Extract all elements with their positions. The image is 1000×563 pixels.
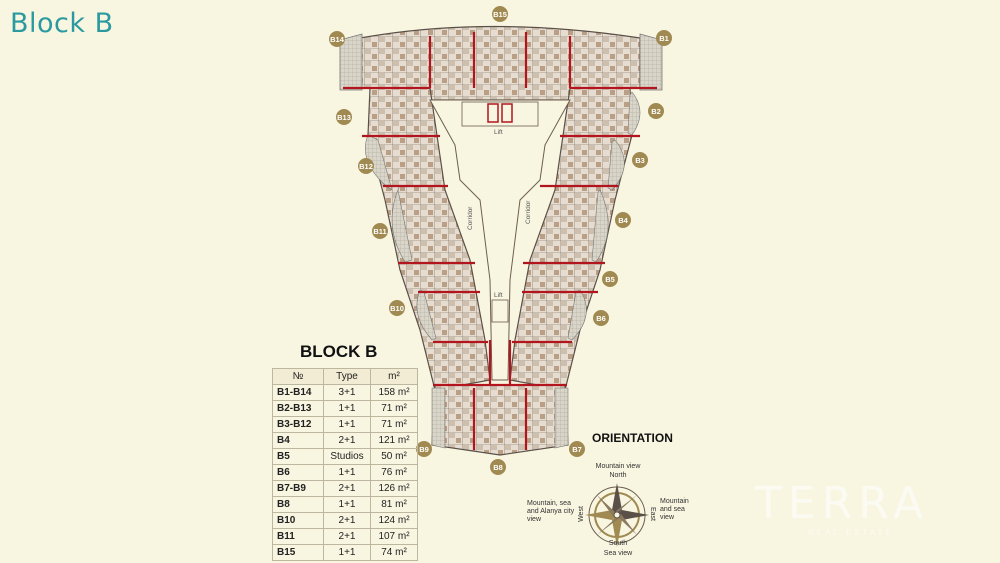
- svg-text:B12: B12: [359, 162, 373, 171]
- page-title: Block B: [10, 8, 114, 39]
- terra-logo-subtitle: REAL ESTATE: [808, 528, 894, 537]
- north-view-label: Mountain view: [595, 463, 641, 470]
- unit-badge-b7: B7: [569, 441, 585, 457]
- east-label: East: [649, 506, 656, 521]
- corridor-label-right: Corridor: [525, 200, 532, 224]
- west-label: West: [578, 506, 585, 522]
- unit-badge-b1: B1: [656, 30, 672, 46]
- svg-text:B14: B14: [330, 35, 345, 44]
- svg-text:B13: B13: [337, 113, 351, 122]
- unit-dividers: [343, 32, 657, 450]
- svg-text:B4: B4: [618, 216, 628, 225]
- east-view-label: Mountain and sea view: [660, 498, 689, 521]
- svg-text:B9: B9: [419, 445, 429, 454]
- unit-badge-b12: B12: [358, 158, 374, 174]
- unit-badge-b2: B2: [648, 103, 664, 119]
- svg-text:B5: B5: [605, 275, 615, 284]
- unit-badge-b10: B10: [389, 300, 405, 316]
- header-type: Type: [323, 368, 371, 385]
- terra-logo: TERRA: [755, 478, 930, 529]
- compass-rose: [585, 483, 649, 547]
- svg-text:B3: B3: [635, 156, 645, 165]
- unit-badge-b4: B4: [615, 212, 631, 228]
- svg-text:B2: B2: [651, 107, 661, 116]
- svg-text:B6: B6: [596, 314, 606, 323]
- lift-label-top: Lift: [494, 129, 503, 136]
- svg-text:B15: B15: [493, 10, 507, 19]
- west-view-label: Mountain, sea and Alanya city view: [527, 500, 575, 523]
- south-label: South: [608, 540, 628, 547]
- unit-badge-b15: B15: [492, 6, 508, 22]
- header-number: №: [272, 368, 324, 385]
- unit-badge-b6: B6: [593, 310, 609, 326]
- lift-label-bottom: Lift: [494, 292, 503, 299]
- orientation-title: ORIENTATION: [592, 431, 673, 445]
- south-view-label: Sea view: [603, 550, 633, 557]
- table-title: BLOCK B: [300, 342, 378, 361]
- header-area: m²: [370, 368, 418, 385]
- unit-badge-b9: B9: [416, 441, 432, 457]
- north-label: North: [609, 472, 627, 479]
- table-header-row: № Type m²: [272, 368, 418, 385]
- unit-badge-b3: B3: [632, 152, 648, 168]
- svg-text:B10: B10: [390, 304, 404, 313]
- unit-badge-b14: B14: [329, 31, 345, 47]
- unit-badge-b11: B11: [372, 223, 388, 239]
- unit-badge-b13: B13: [336, 109, 352, 125]
- svg-text:B7: B7: [572, 445, 582, 454]
- unit-badge-b8: B8: [490, 459, 506, 475]
- svg-text:B1: B1: [659, 34, 669, 43]
- unit-badges: B15 B14 B1 B13 B2 B12 B3 B11 B4 B5 B10 B…: [329, 6, 672, 475]
- svg-text:B8: B8: [493, 463, 503, 472]
- unit-badge-b5: B5: [602, 271, 618, 287]
- corridor-label-left: Corridor: [467, 206, 474, 230]
- svg-text:B11: B11: [373, 227, 386, 236]
